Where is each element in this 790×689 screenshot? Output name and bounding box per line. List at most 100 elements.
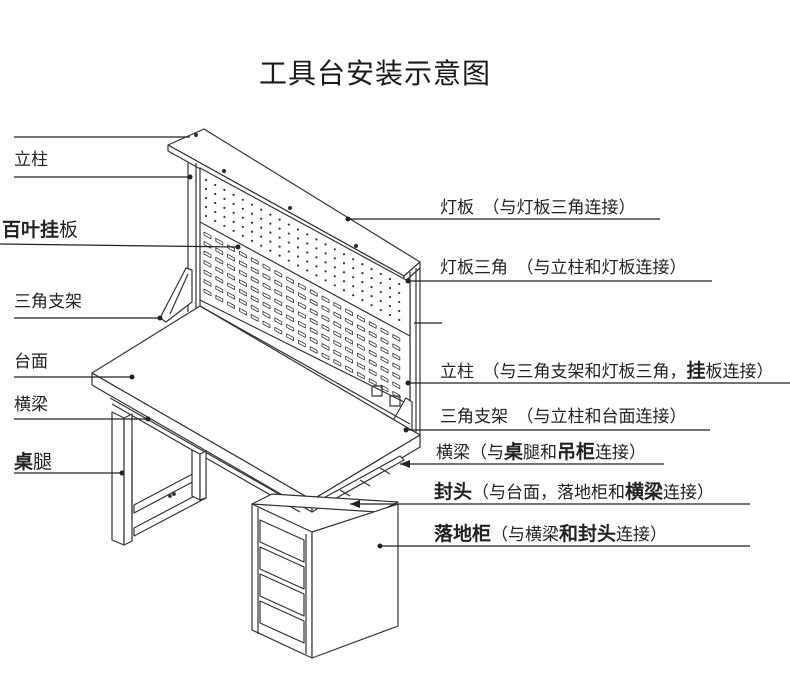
- peg-hole: [324, 252, 327, 255]
- peg-hole: [204, 178, 208, 182]
- peg-hole: [204, 196, 208, 200]
- louver-slot: [392, 371, 401, 380]
- label-part: 立柱 （与三角支架和灯板三角，: [440, 362, 687, 382]
- label-part: 吊柜: [557, 441, 596, 463]
- peg-hole: [287, 232, 290, 235]
- louver-slot: [215, 266, 224, 275]
- peg-hole: [398, 291, 401, 295]
- louver-slot: [333, 301, 342, 310]
- peg-hole: [269, 231, 272, 234]
- louver-slot: [297, 292, 306, 300]
- peg-hole: [342, 262, 346, 265]
- peg-hole: [296, 255, 300, 258]
- peg-hole: [398, 318, 401, 322]
- label-part: 腿和: [523, 443, 558, 463]
- louver-slot: [274, 269, 283, 278]
- peg-hole: [269, 249, 272, 252]
- louver-slot: [250, 304, 259, 313]
- peg-hole: [306, 260, 309, 263]
- louver-slot: [274, 326, 283, 335]
- peg-hole: [278, 218, 281, 221]
- louver-slot: [262, 273, 271, 281]
- diagram-title-text: 工具台安装示意图: [258, 57, 491, 90]
- label-triangle-bracket: 三角支架: [14, 292, 82, 312]
- peg-hole: [388, 295, 392, 299]
- label-triangle-bracket-right: 三角支架 （与立柱和台面连接）: [440, 407, 687, 427]
- louver-slot: [309, 336, 318, 345]
- peg-hole: [241, 198, 244, 201]
- peg-hole: [361, 281, 364, 284]
- label-upright-right: 立柱 （与三角支架和灯板三角，挂板连接）: [440, 361, 774, 382]
- louver-slot: [203, 279, 212, 287]
- louver-slot: [356, 333, 365, 342]
- label-part: 灯板 （与灯板三角连接）: [440, 198, 636, 218]
- peg-hole: [223, 224, 226, 227]
- louver-slot: [356, 343, 365, 351]
- louver-slot: [368, 349, 377, 358]
- louver-slot: [203, 241, 212, 249]
- peg-hole: [296, 228, 300, 231]
- louver-slot: [356, 324, 365, 332]
- peg-hole: [370, 304, 373, 307]
- louver-slot: [203, 269, 212, 278]
- peg-hole: [204, 214, 208, 218]
- louver-slot: [227, 253, 236, 262]
- peg-hole: [315, 238, 318, 241]
- label-part: 板: [59, 219, 79, 241]
- peg-hole: [398, 282, 401, 286]
- peg-hole: [269, 213, 272, 216]
- peg-hole: [232, 229, 235, 232]
- peg-hole: [223, 188, 226, 191]
- peg-hole: [269, 240, 272, 243]
- louver-slot: [286, 295, 295, 304]
- louver-slot: [345, 317, 354, 326]
- peg-hole: [232, 202, 235, 205]
- louver-slot: [227, 282, 236, 291]
- louver-slot: [297, 282, 306, 291]
- peg-hole: [388, 277, 392, 281]
- peg-hole: [223, 197, 226, 200]
- label-part: 落地柜: [434, 523, 492, 545]
- louver-slot: [392, 362, 401, 371]
- label-tabletop: 台面: [14, 352, 48, 372]
- peg-hole: [324, 261, 327, 264]
- peg-hole: [214, 183, 217, 187]
- louver-slot: [238, 307, 247, 316]
- peg-hole: [379, 299, 382, 303]
- triangle-bracket-left: [159, 267, 193, 323]
- peg-hole: [269, 222, 272, 225]
- louver-slot: [227, 301, 236, 310]
- peg-hole: [306, 269, 309, 272]
- peg-hole: [260, 226, 263, 229]
- label-part: 灯板三角 （与立柱和灯板连接）: [440, 258, 687, 278]
- label-part: 桌: [14, 451, 34, 473]
- peg-hole: [287, 259, 290, 262]
- label-part: 封头: [434, 481, 473, 503]
- louver-slot: [333, 358, 342, 367]
- peg-hole: [398, 300, 401, 304]
- louver-slot: [262, 311, 271, 319]
- peg-hole: [232, 220, 235, 223]
- louver-slot: [321, 352, 330, 361]
- peg-hole: [278, 254, 281, 257]
- peg-hole: [214, 192, 217, 196]
- louver-slot: [262, 263, 271, 272]
- louver-slot: [238, 269, 247, 278]
- peg-hole: [232, 211, 235, 214]
- peg-hole: [204, 187, 208, 191]
- louver-slot: [286, 285, 295, 294]
- peg-hole: [342, 280, 346, 283]
- louver-slot: [380, 375, 389, 383]
- louver-slot: [274, 298, 283, 307]
- peg-hole: [278, 227, 281, 230]
- louver-slot: [345, 308, 354, 317]
- louver-slot: [380, 356, 389, 364]
- louver-slot: [368, 368, 377, 377]
- peg-hole: [388, 304, 392, 308]
- peg-hole: [241, 207, 244, 210]
- peg-hole: [214, 201, 217, 205]
- peg-hole: [379, 308, 382, 312]
- louver-slot: [380, 346, 389, 355]
- louver-slot: [297, 330, 306, 338]
- label-part: 桌: [504, 441, 524, 463]
